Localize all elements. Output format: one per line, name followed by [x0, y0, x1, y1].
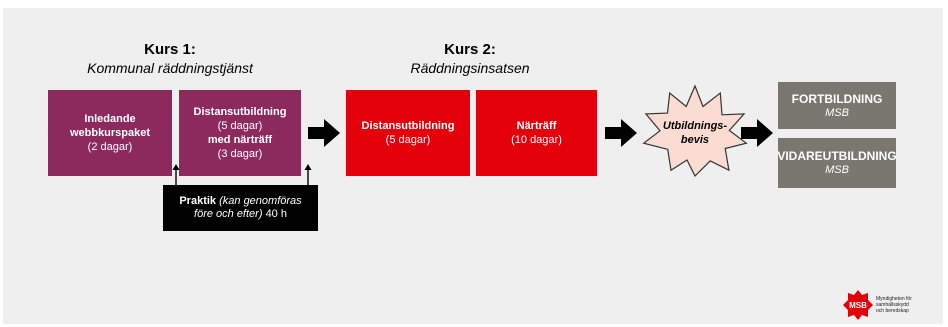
- webcourse-line2: webbkurspaket: [69, 127, 151, 139]
- distance1-meeting-duration: (3 dagar): [217, 148, 263, 160]
- msb-logo-icon: MSB: [843, 290, 873, 320]
- certificate-line2: bevis: [680, 134, 710, 146]
- webcourse-duration: (2 dagar): [87, 141, 133, 153]
- arrow-right-2: [605, 119, 637, 147]
- outcome-org: MSB: [825, 106, 849, 119]
- msb-logo-text: Myndigheten för samhällsskydd och bereds…: [876, 296, 936, 314]
- msb-logo-mark: MSB: [849, 301, 867, 310]
- arrow-right-1: [308, 119, 340, 147]
- outcome-title: VIDAREUTBILDNING: [777, 149, 897, 163]
- course1-heading: Kurs 1: Kommunal räddningstjänst: [60, 41, 280, 77]
- meeting-duration: (10 dagar): [511, 134, 562, 146]
- course1-title: Kurs 1:: [144, 41, 196, 58]
- course2-meeting-box: Närträff (10 dagar): [476, 90, 597, 176]
- course2-title: Kurs 2:: [444, 41, 496, 58]
- practice-up-arrow-right: [304, 164, 312, 186]
- practice-label: Praktik: [179, 195, 217, 207]
- distance1-line3: med närträff: [207, 134, 273, 146]
- distance1-duration: (5 dagar): [217, 120, 263, 132]
- certificate-line1: Utbildnings-: [662, 120, 728, 132]
- logo-line2: samhällsskydd: [876, 302, 909, 308]
- distance2-duration: (5 dagar): [385, 134, 431, 146]
- certificate-label: Utbildnings- bevis: [651, 115, 739, 151]
- course1-webcourse-box: Inledande webbkurspaket (2 dagar): [48, 90, 172, 176]
- course1-distance-box: Distansutbildning (5 dagar) med närträff…: [179, 90, 301, 176]
- distance2-line1: Distansutbildning: [361, 120, 455, 132]
- practice-up-arrow-left: [172, 164, 180, 186]
- course2-heading: Kurs 2: Räddningsinsatsen: [360, 41, 580, 77]
- course2-distance-box: Distansutbildning (5 dagar): [346, 90, 470, 176]
- course2-subtitle: Räddningsinsatsen: [410, 60, 530, 76]
- practice-note-a: (kan genomföras: [219, 195, 302, 207]
- logo-line1: Myndigheten för: [876, 296, 912, 302]
- course1-subtitle: Kommunal räddningstjänst: [87, 60, 253, 76]
- practice-hours: 40 h: [265, 208, 287, 220]
- outcome-title: FORTBILDNING: [791, 91, 883, 106]
- webcourse-line1: Inledande: [84, 113, 136, 125]
- outcome-vidareutbildning-box: VIDAREUTBILDNING MSB: [777, 138, 897, 188]
- meeting-line1: Närträff: [516, 120, 557, 132]
- outcome-fortbildning-box: FORTBILDNING MSB: [778, 82, 896, 129]
- practice-line1: Praktik (kan genomföras: [163, 195, 318, 208]
- logo-line3: och beredskap: [876, 308, 909, 314]
- certificate-starburst: [642, 84, 748, 178]
- practice-line2: före och efter) 40 h: [163, 208, 318, 221]
- practice-note-b: före och efter): [194, 208, 263, 220]
- distance1-line1: Distansutbildning: [193, 106, 287, 118]
- practice-box: Praktik (kan genomföras före och efter) …: [163, 185, 318, 231]
- arrow-right-3: [741, 119, 773, 147]
- outcome-org: MSB: [825, 164, 849, 176]
